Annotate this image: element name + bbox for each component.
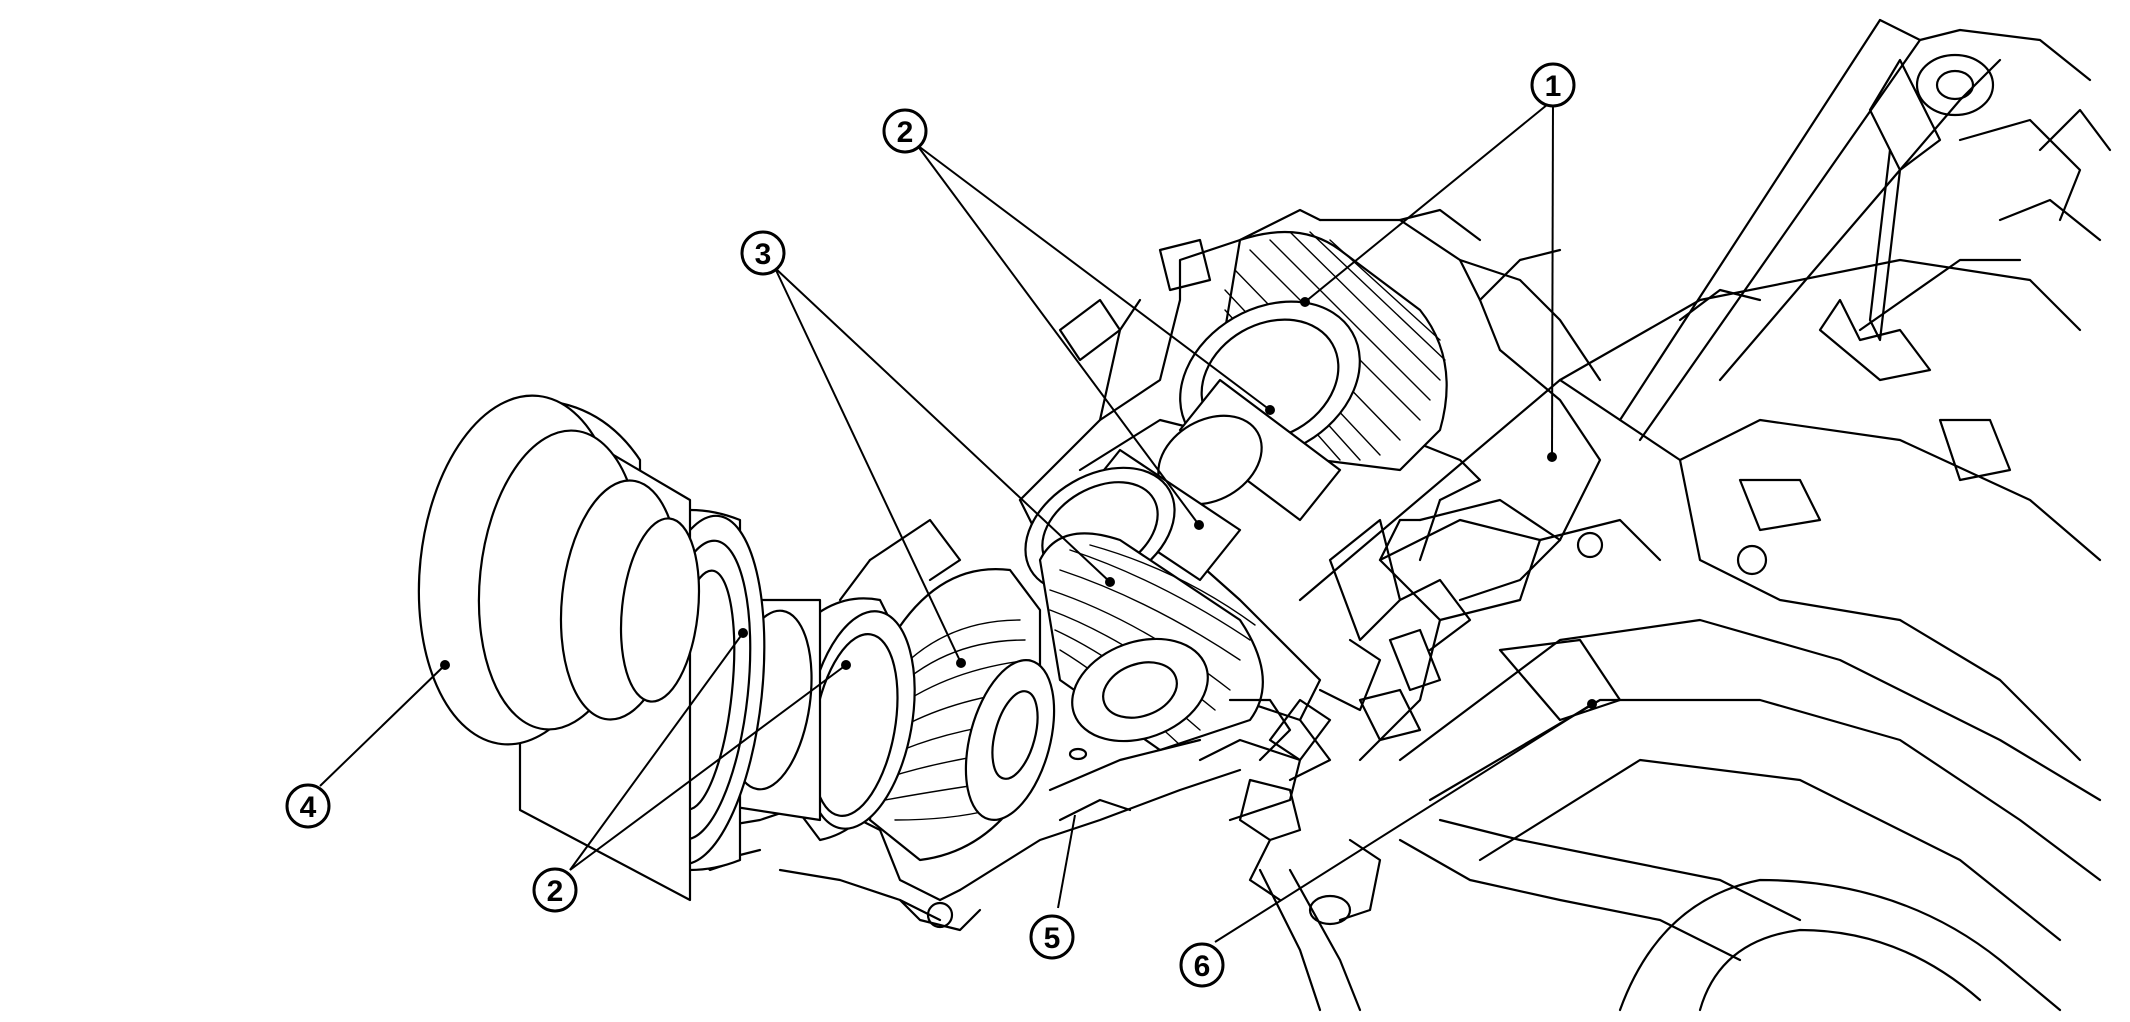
callout-5: 5 [1029, 914, 1075, 960]
case-mount-bracket [1618, 18, 2112, 442]
side-gear-upper [1038, 532, 1264, 752]
svg-text:5: 5 [1044, 922, 1061, 955]
callout-2-upper: 2 [882, 108, 928, 154]
leader-dots [440, 297, 1597, 709]
callout-2-lower: 2 [532, 867, 578, 913]
svg-text:2: 2 [897, 116, 914, 149]
transmission-case [1298, 258, 2102, 1012]
side-gear-lower [868, 568, 1056, 862]
svg-text:3: 3 [755, 238, 772, 271]
callout-1: 1 [1530, 62, 1576, 108]
svg-text:6: 6 [1194, 950, 1211, 983]
side-bearing-upper [1024, 300, 1361, 594]
lower-fasteners [1238, 778, 1802, 1012]
leader-lines [319, 99, 1593, 943]
callout-4: 4 [285, 783, 331, 829]
callout-6: 6 [1179, 942, 1225, 988]
oil-seal-cap [417, 394, 701, 902]
svg-text:1: 1 [1545, 70, 1562, 103]
svg-text:2: 2 [547, 875, 564, 908]
callout-3: 3 [740, 230, 786, 276]
svg-text:4: 4 [300, 791, 317, 824]
